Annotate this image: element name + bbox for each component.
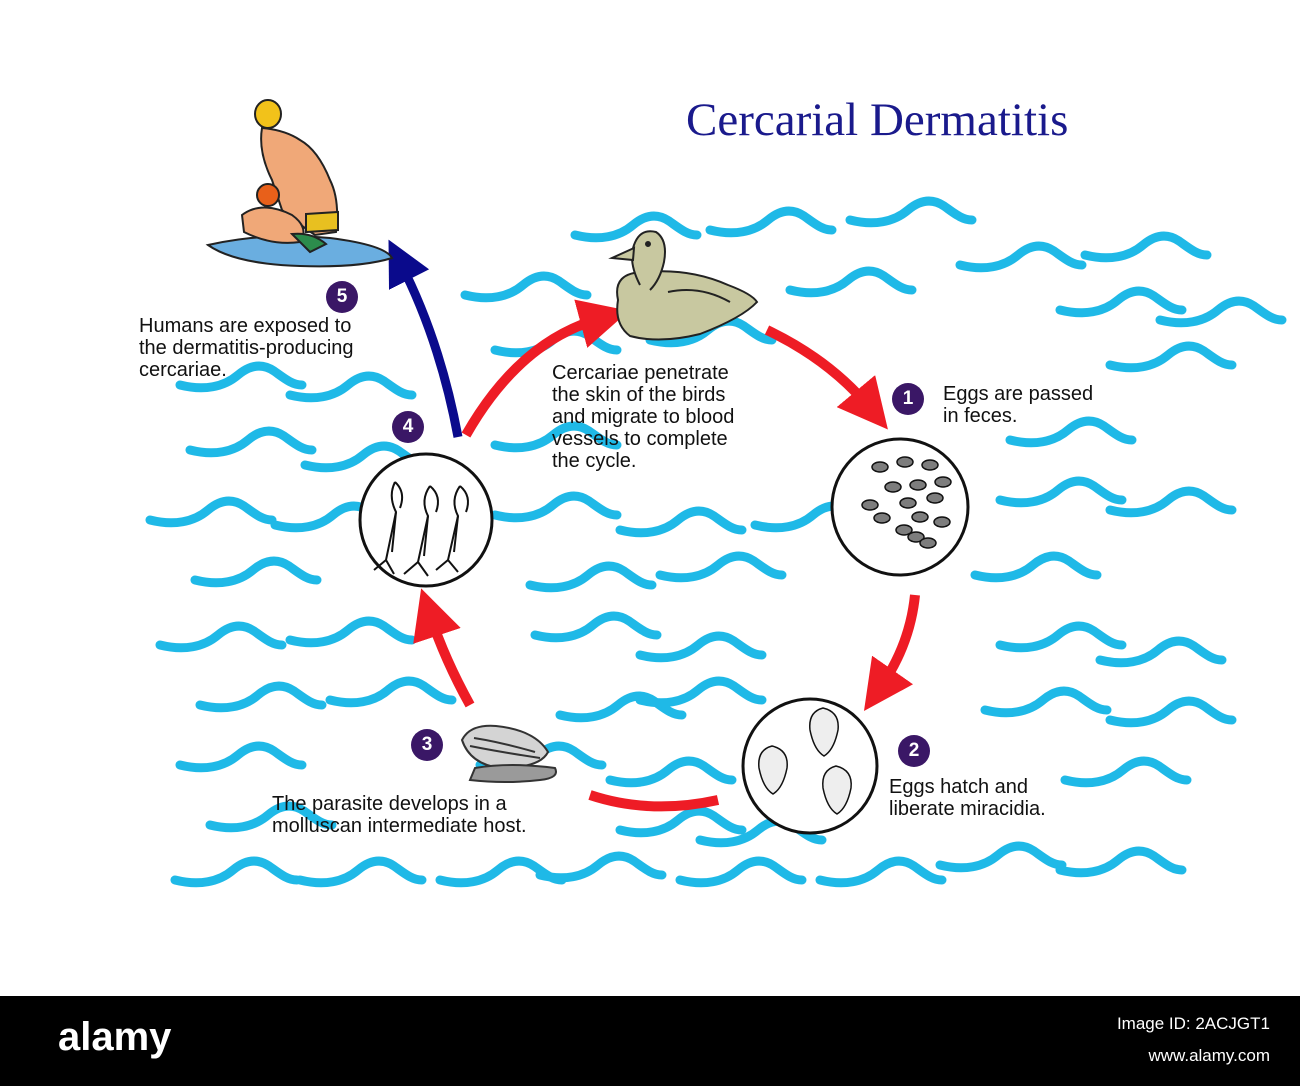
arrow-bird-to-eggs	[764, 325, 888, 430]
miracidia-illustration	[741, 697, 879, 835]
step-5-line-1: Humans are exposed to	[139, 315, 352, 337]
arrow-cercariae-to-humans	[388, 239, 463, 438]
step-3-line-2: molluscan intermediate host.	[272, 815, 527, 837]
brand-logo: alamy	[58, 1015, 172, 1059]
snail-host	[460, 724, 557, 783]
eggs-illustration	[830, 437, 970, 577]
step-4-caption: Cercariae penetrate the skin of the bird…	[552, 362, 734, 472]
step-3-line-1: The parasite develops in a	[272, 793, 507, 815]
step-1-caption: Eggs are passed in feces.	[943, 383, 1093, 427]
cercariae-illustration	[358, 452, 494, 588]
step-5-badge: 5	[326, 281, 358, 313]
arrow-cercariae-to-bird	[461, 299, 630, 438]
page-title: Cercarial Dermatitis	[686, 94, 1069, 146]
step-5-line-3: cercariae.	[139, 359, 227, 381]
step-5-line-2: the dermatitis-producing	[139, 337, 354, 359]
site-url: www.alamy.com	[1148, 1046, 1270, 1065]
bird-host	[608, 230, 759, 341]
step-2-line-1: Eggs hatch and	[889, 776, 1028, 798]
step-4-line-2: the skin of the birds	[552, 384, 726, 406]
step-4-badge: 4	[392, 411, 424, 443]
step-1-badge: 1	[892, 383, 924, 415]
arrow-eggs-to-miracidia	[863, 594, 920, 711]
arrow-snail-to-cercariae	[413, 588, 475, 708]
step-4-line-1: Cercariae penetrate	[552, 362, 729, 384]
step-4-line-5: the cycle.	[552, 450, 637, 472]
watermark-footer	[0, 996, 1300, 1086]
step-2-line-2: liberate miracidia.	[889, 798, 1046, 820]
step-1-line-1: Eggs are passed	[943, 383, 1094, 405]
image-id: Image ID: 2ACJGT1	[1116, 1014, 1270, 1033]
step-3-badge: 3	[411, 729, 443, 761]
step-4-line-3: and migrate to blood	[552, 406, 735, 428]
step-4-line-4: vessels to complete	[552, 428, 728, 450]
diagram-artwork	[0, 99, 1300, 996]
step-5-caption: Humans are exposed to the dermatitis-pro…	[139, 315, 354, 381]
step-2-caption: Eggs hatch and liberate miracidia.	[889, 776, 1046, 820]
step-2-badge: 2	[898, 735, 930, 767]
humans-in-water	[205, 99, 394, 268]
step-3-caption: The parasite develops in a molluscan int…	[272, 793, 527, 837]
arrow-miracidia-to-snail	[588, 790, 720, 812]
step-1-line-2: in feces.	[943, 405, 1018, 427]
